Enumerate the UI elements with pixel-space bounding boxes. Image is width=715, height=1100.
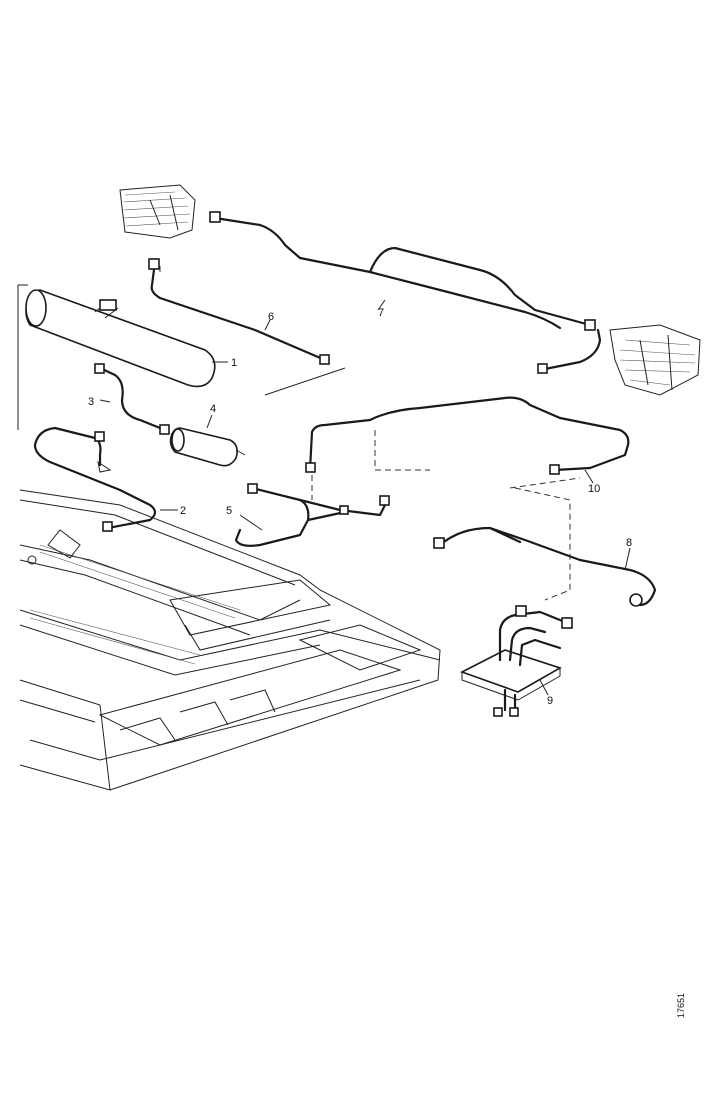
pipe-5 xyxy=(234,475,390,547)
engine-fragment-right xyxy=(609,324,701,396)
air-tank-1 xyxy=(17,284,216,430)
pipe-8 xyxy=(433,487,657,607)
pipe-7 xyxy=(209,211,602,374)
pipe-2 xyxy=(33,426,157,532)
pipe-6-fitting-start xyxy=(148,258,160,270)
callout-1: 1 xyxy=(231,357,237,369)
reference-code: 17651 xyxy=(676,993,686,1018)
callout-7: 7 xyxy=(378,307,384,319)
canister-4 xyxy=(169,427,246,467)
callout-2: 2 xyxy=(180,505,186,517)
engine-fragment-top-left xyxy=(119,184,196,239)
callout-9: 9 xyxy=(547,695,553,707)
callout-4: 4 xyxy=(210,403,216,415)
pipe-7-fitting-lower xyxy=(537,363,548,374)
callout-6: 6 xyxy=(268,311,274,323)
pipe-7-fitting-end xyxy=(584,319,596,331)
callout-5: 5 xyxy=(226,505,232,517)
callout-labels: 1 2 3 4 5 6 7 8 9 10 xyxy=(88,307,632,707)
callout-8: 8 xyxy=(626,537,632,549)
valve-block-9 xyxy=(459,605,573,717)
callout-10: 10 xyxy=(588,483,600,495)
pipe-6-fitting-end xyxy=(319,354,330,365)
pipe-3 xyxy=(94,363,170,435)
leader-lines xyxy=(99,299,631,696)
chassis-frame xyxy=(19,489,441,791)
pipe-7-fitting-start xyxy=(209,211,221,223)
callout-3: 3 xyxy=(88,396,94,408)
pipe-6 xyxy=(148,258,346,396)
pipe-10 xyxy=(305,396,630,489)
